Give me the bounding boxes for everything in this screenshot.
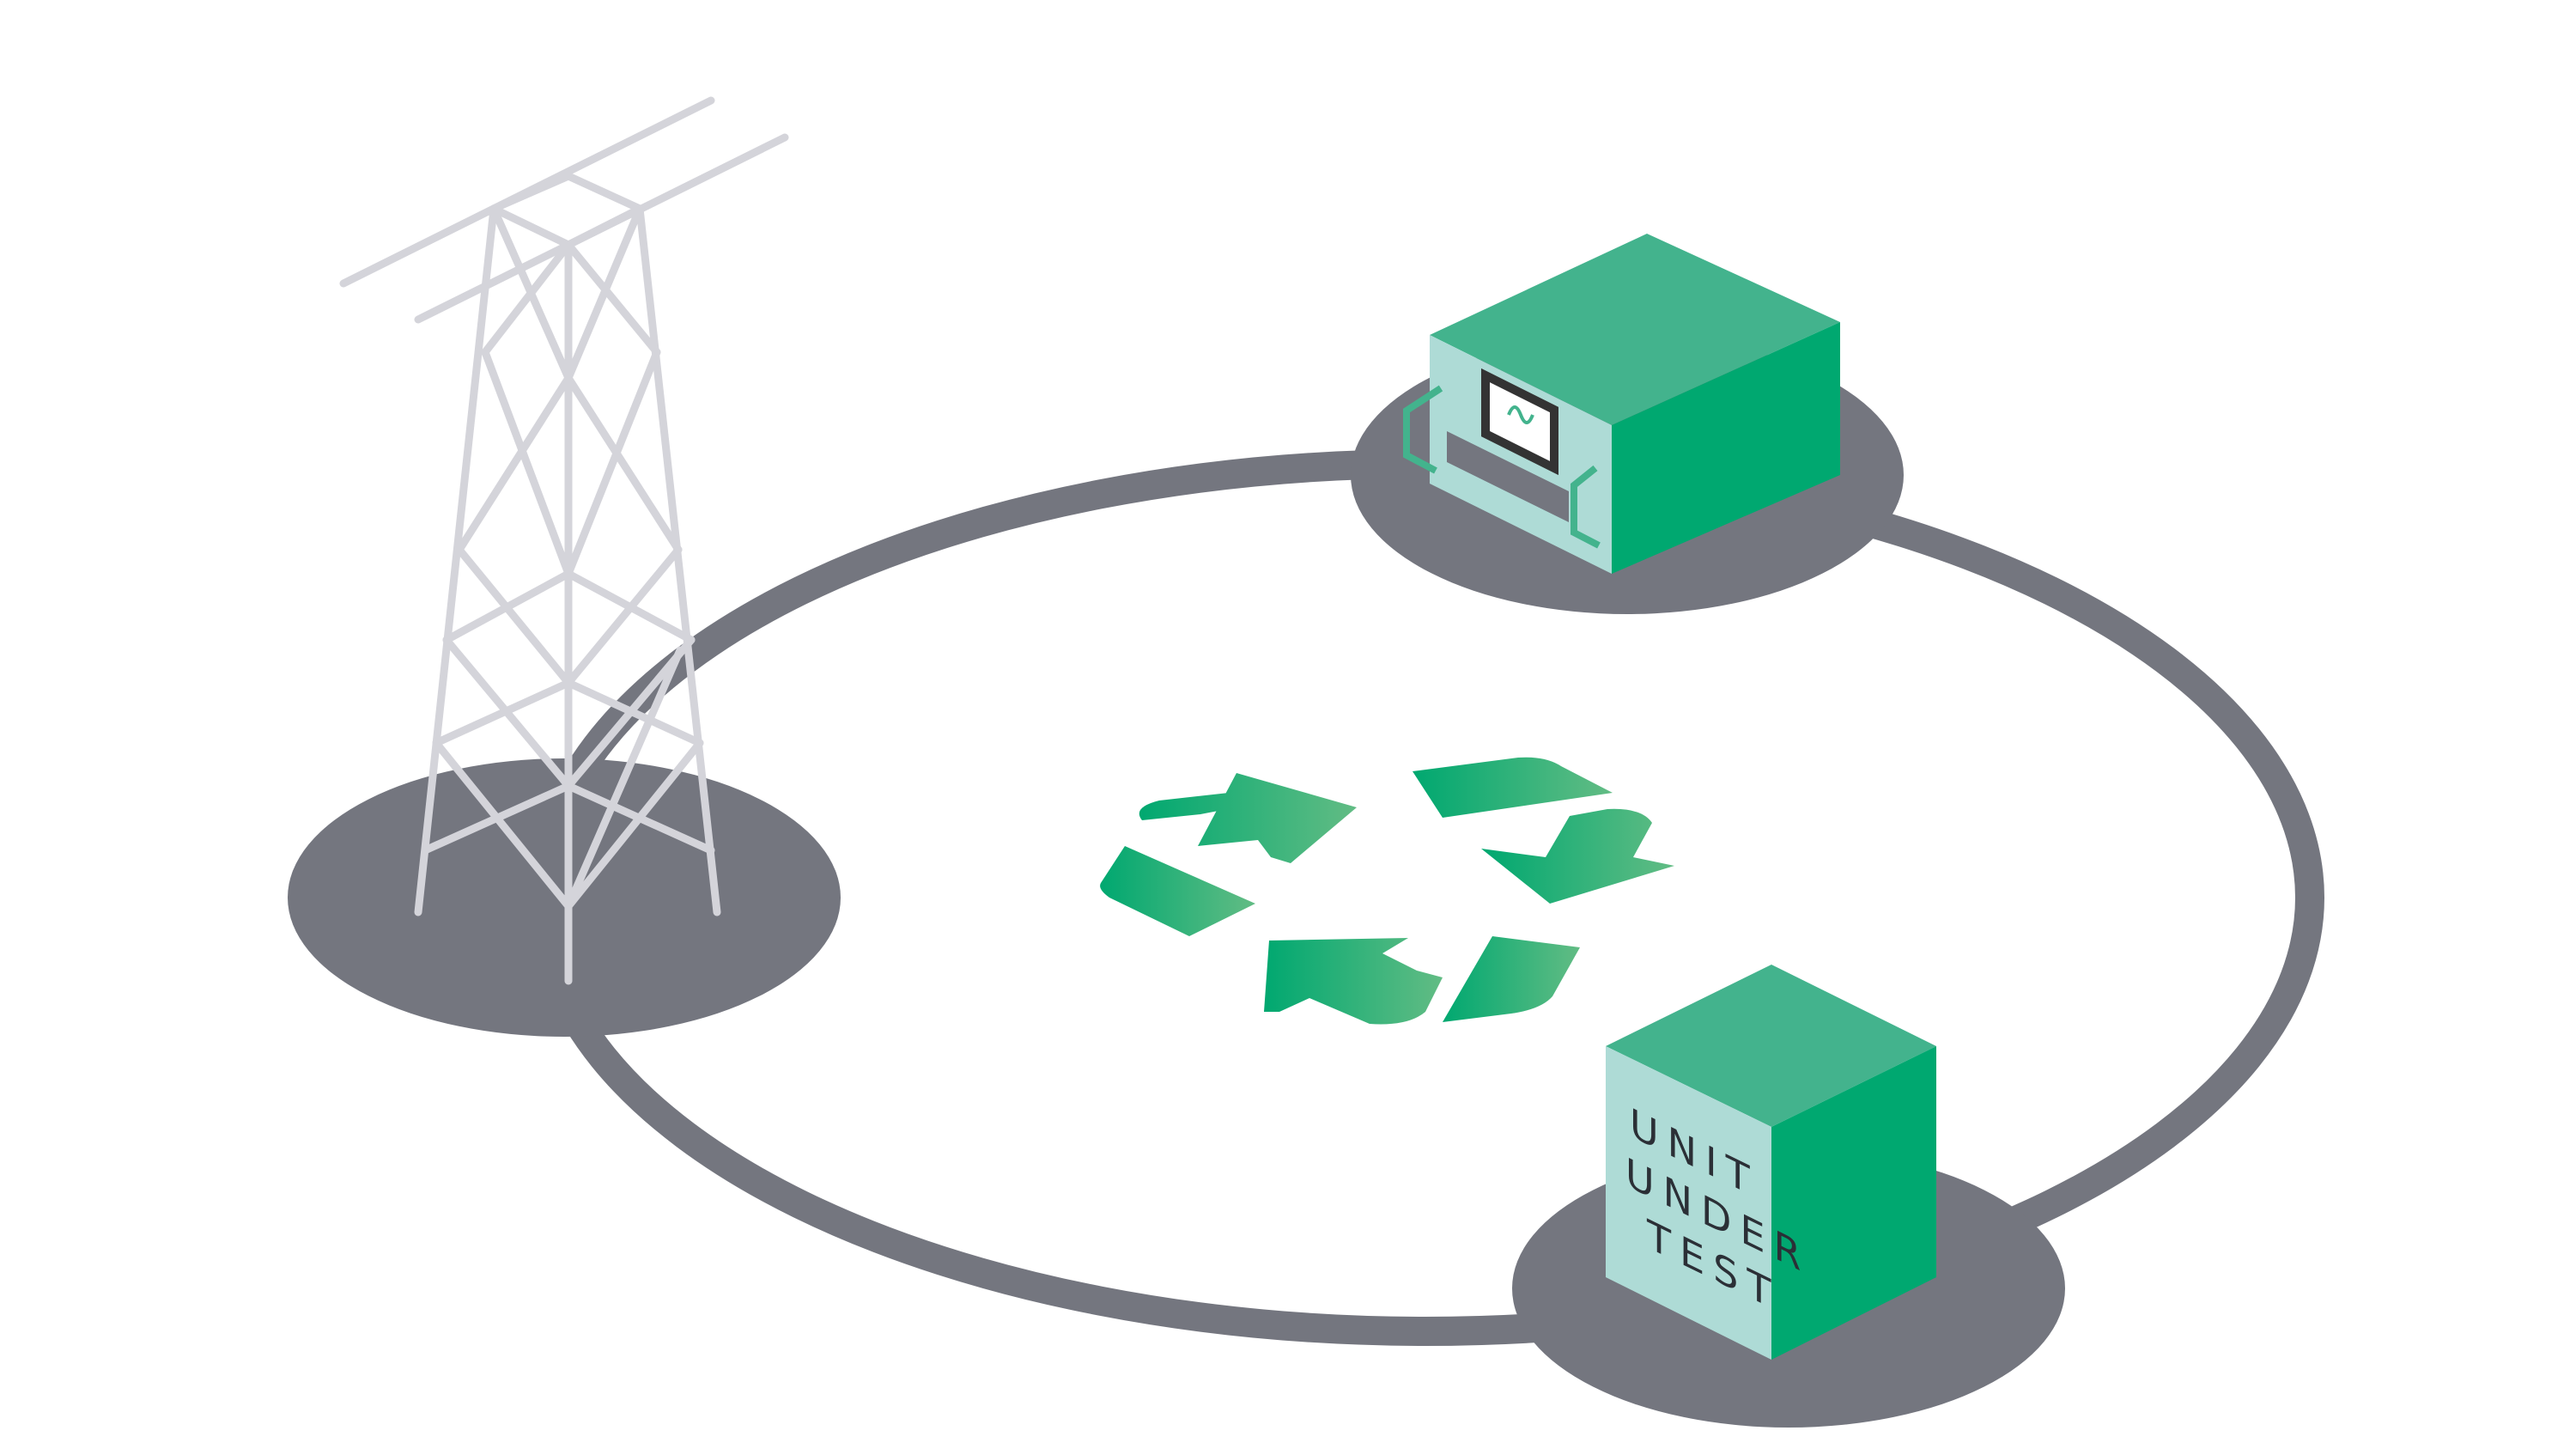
left-terminal <box>1403 385 1443 474</box>
right-terminal <box>1571 465 1601 549</box>
power-supply-right-face <box>1612 322 1840 574</box>
unit-under-test-icon: UNIT UNDER TEST <box>1606 965 1936 1360</box>
recycle-arrow-left-head <box>1139 773 1357 863</box>
recycle-arrows-icon <box>1100 757 1674 1025</box>
transmission-tower-icon <box>339 96 789 985</box>
recycle-arrow-left <box>1100 846 1255 936</box>
sine-wave-icon <box>1507 405 1534 424</box>
recycle-arrow-top <box>1413 757 1613 818</box>
uut-right-face <box>1771 1046 1936 1360</box>
uut-top-face <box>1606 965 1936 1127</box>
recycle-arrow-right <box>1443 936 1580 1022</box>
power-supply-panel <box>1447 431 1569 522</box>
regenerative-power-supply-icon <box>1403 234 1840 574</box>
recycle-arrow-top-head <box>1481 808 1674 904</box>
power-supply-top-face <box>1430 234 1840 425</box>
recycle-arrow-bottom <box>1264 938 1443 1025</box>
uut-front-face <box>1606 1046 1771 1360</box>
power-supply-screen <box>1481 368 1558 476</box>
